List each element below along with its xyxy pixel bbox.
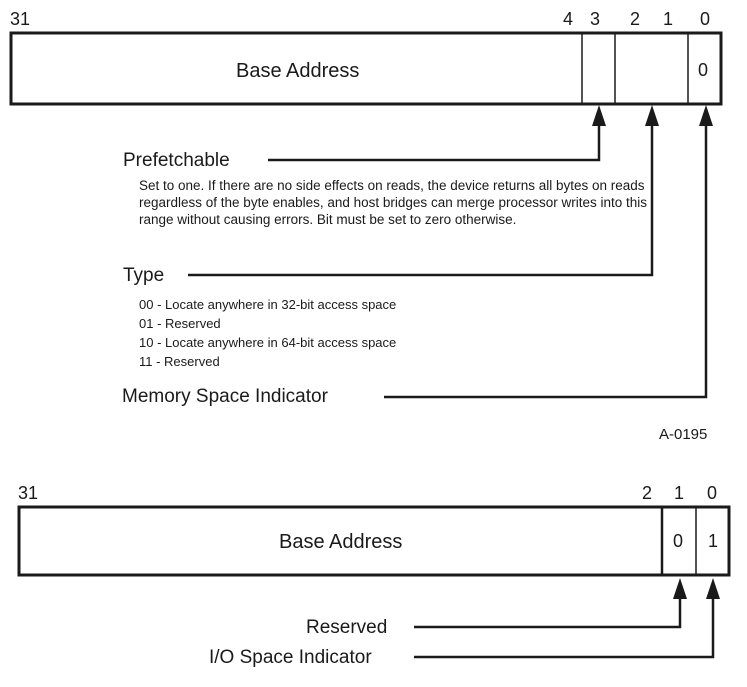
type-title: Type [123, 265, 165, 286]
type-option-01: 01 - Reserved [139, 316, 221, 331]
type-arrowhead [645, 105, 659, 126]
reserved-leader-line [414, 596, 682, 629]
io-bit-label-1: 1 [674, 483, 685, 503]
io-bit0-value: 1 [708, 531, 719, 551]
prefetchable-leader-line [268, 122, 601, 162]
memory-figure-id: A-0195 [659, 426, 708, 443]
prefetchable-description: Set to one. If there are no side effects… [139, 178, 648, 227]
io-space-indicator-label: I/O Space Indicator [209, 647, 372, 668]
memory-base-address-label: Base Address [236, 60, 360, 82]
memory-bit-label-1: 1 [663, 9, 674, 29]
memory-bar-register-box [9, 31, 723, 106]
prefetchable-title: Prefetchable [123, 150, 230, 171]
memory-bit-label-2: 2 [630, 9, 641, 29]
io-bit-label-0: 0 [707, 483, 718, 503]
type-option-10: 10 - Locate anywhere in 64-bit access sp… [139, 335, 397, 350]
io-space-leader-line [414, 596, 715, 659]
memory-space-arrowhead [699, 105, 713, 126]
type-option-00: 00 - Locate anywhere in 32-bit access sp… [139, 297, 397, 312]
type-leader-line [188, 122, 654, 277]
memory-bit-label-31: 31 [10, 9, 31, 29]
io-bit-label-2: 2 [642, 483, 653, 503]
memory-bit0-value: 0 [698, 60, 709, 80]
memory-space-leader-line [384, 122, 708, 399]
memory-space-indicator-label: Memory Space Indicator [122, 386, 328, 407]
io-base-address-label: Base Address [279, 531, 403, 553]
type-option-11: 11 - Reserved [139, 354, 220, 369]
memory-bit-label-0: 0 [700, 9, 711, 29]
prefetchable-arrowhead [592, 105, 606, 126]
io-bit-label-31: 31 [18, 483, 39, 503]
io-bar-register-box [17, 505, 731, 577]
io-bit1-value: 0 [673, 531, 684, 551]
reserved-arrowhead [673, 578, 687, 599]
memory-bit-label-3: 3 [590, 9, 601, 29]
io-reserved-label: Reserved [306, 617, 388, 638]
io-space-arrowhead [706, 578, 720, 599]
memory-bit-label-4: 4 [563, 9, 574, 29]
